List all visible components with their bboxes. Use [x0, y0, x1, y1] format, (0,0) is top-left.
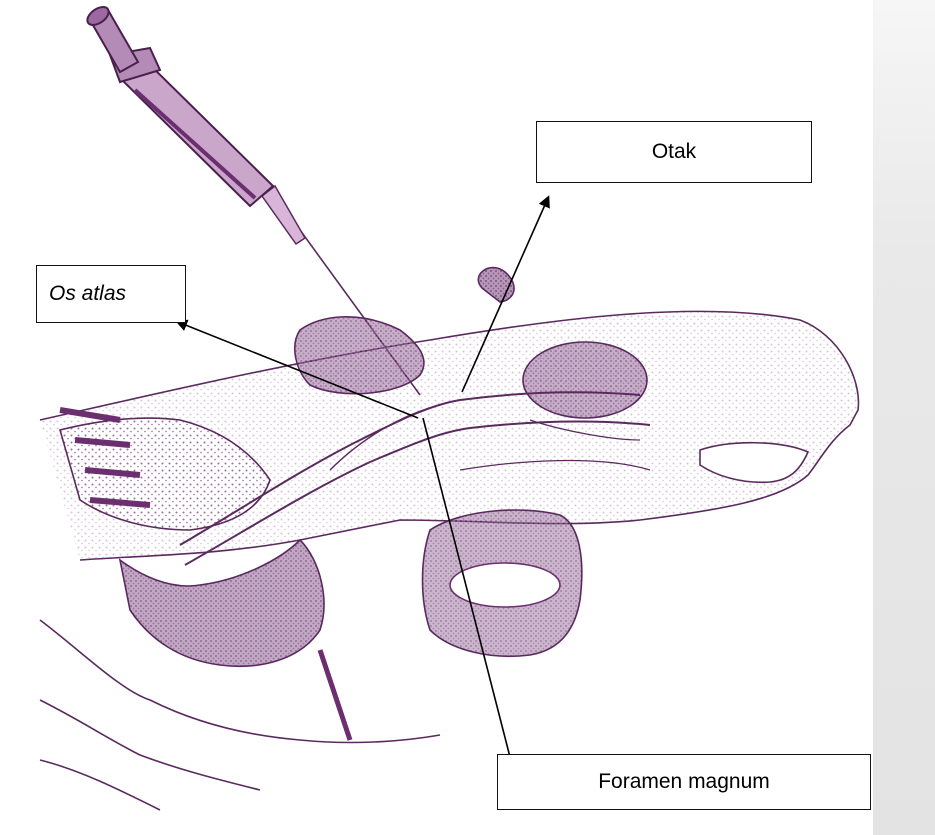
label-os-atlas: Os atlas [36, 265, 186, 323]
label-otak-text: Otak [652, 140, 696, 164]
rat-skull-drawing [40, 268, 858, 810]
label-foramen-magnum: Foramen magnum [497, 754, 871, 810]
label-foramen-magnum-text: Foramen magnum [598, 770, 770, 794]
label-otak: Otak [536, 121, 812, 183]
label-os-atlas-text: Os atlas [49, 282, 126, 306]
